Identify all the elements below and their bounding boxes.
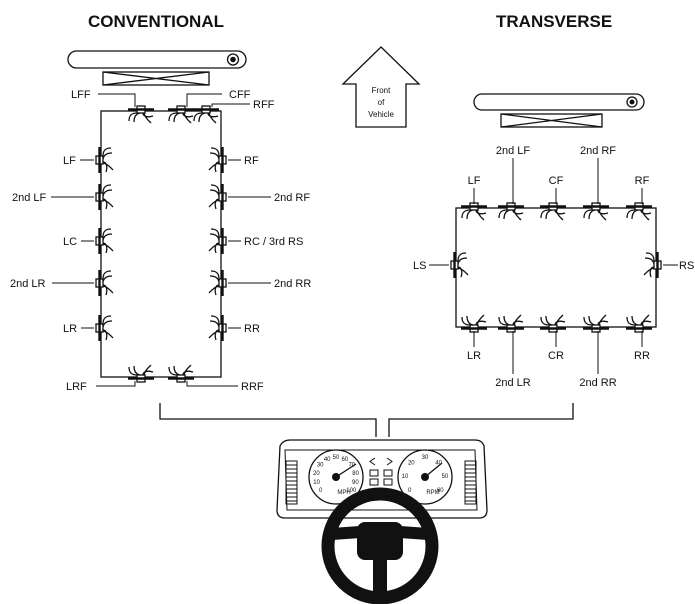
- label-trans-cf: CF: [549, 175, 564, 187]
- arrow-text-line2: of: [378, 98, 385, 107]
- speedometer-numeral: 40: [324, 457, 331, 463]
- tachometer-unit: RPM: [426, 490, 439, 496]
- transverse-fixtures: [449, 201, 661, 332]
- transverse-title: TRANSVERSE: [496, 12, 612, 31]
- label-trans-2nd-lr: 2nd LR: [495, 377, 531, 389]
- label-conv-cff: CFF: [229, 89, 251, 101]
- label-conv-rrf: RRF: [241, 381, 264, 393]
- tachometer-numeral: 60: [437, 488, 444, 494]
- label-trans-rr: RR: [634, 350, 650, 362]
- label-conv-lr: LR: [63, 323, 77, 335]
- label-conv-rff: RFF: [253, 99, 275, 111]
- conventional-fixtures: [94, 104, 226, 382]
- label-trans-2nd-lf: 2nd LF: [496, 145, 531, 157]
- label-conv-2nd-rr: 2nd RR: [274, 278, 311, 290]
- transverse-lightbar-icon: [473, 93, 645, 128]
- label-trans-cr: CR: [548, 350, 564, 362]
- front-arrow-icon: Front of Vehicle: [341, 46, 421, 128]
- label-conv-2nd-lr: 2nd LR: [10, 278, 46, 290]
- transverse-vehicle-outline: [455, 207, 657, 328]
- speedometer-numeral: 30: [317, 463, 324, 469]
- conventional-lightbar-icon: [67, 50, 247, 86]
- label-conv-rr: RR: [244, 323, 260, 335]
- tachometer-numeral: 0: [408, 488, 412, 494]
- conventional-title: CONVENTIONAL: [88, 12, 224, 31]
- label-conv-rc: RC / 3rd RS: [244, 236, 303, 248]
- tachometer-icon: [397, 449, 453, 505]
- label-conv-lf: LF: [63, 155, 76, 167]
- label-conv-lrf: LRF: [66, 381, 87, 393]
- tachometer-numeral: 30: [422, 455, 429, 461]
- steering-wheel-icon: [321, 487, 439, 604]
- arrow-text-line1: Front: [372, 86, 391, 95]
- speedometer-numeral: 80: [352, 471, 359, 477]
- speedometer-numeral: 20: [313, 471, 320, 477]
- label-conv-2nd-lf: 2nd LF: [12, 192, 47, 204]
- tachometer-numeral: 20: [408, 461, 415, 467]
- label-conv-rf: RF: [244, 155, 259, 167]
- label-trans-2nd-rf: 2nd RF: [580, 145, 616, 157]
- label-conv-lc: LC: [63, 236, 77, 248]
- conventional-vehicle-outline: [100, 110, 222, 378]
- arrow-text-line3: Vehicle: [368, 110, 394, 119]
- label-trans-lr: LR: [467, 350, 481, 362]
- speedometer-numeral: 60: [341, 457, 348, 463]
- speedometer-unit: MPH: [337, 490, 350, 496]
- label-trans-lf: LF: [468, 175, 481, 187]
- label-conv-lff: LFF: [71, 89, 91, 101]
- speedometer-numeral: 0: [319, 488, 323, 494]
- label-trans-rf: RF: [635, 175, 650, 187]
- connector-bracket: [159, 403, 574, 437]
- label-trans-2nd-rr: 2nd RR: [579, 377, 616, 389]
- speedometer-numeral: 100: [346, 488, 357, 494]
- speedometer-icon: [308, 449, 364, 505]
- speedometer-numeral: 50: [333, 455, 340, 461]
- speedometer-numeral: 90: [352, 480, 359, 486]
- tachometer-numeral: 50: [442, 474, 449, 480]
- tachometer-numeral: 10: [402, 474, 409, 480]
- tachometer-numeral: 40: [435, 461, 442, 467]
- speedometer-numeral: 10: [313, 480, 320, 486]
- label-conv-2nd-rf: 2nd RF: [274, 192, 310, 204]
- label-trans-rs: RS: [679, 260, 694, 272]
- speedometer-numeral: 70: [348, 463, 355, 469]
- label-trans-ls: LS: [413, 260, 426, 272]
